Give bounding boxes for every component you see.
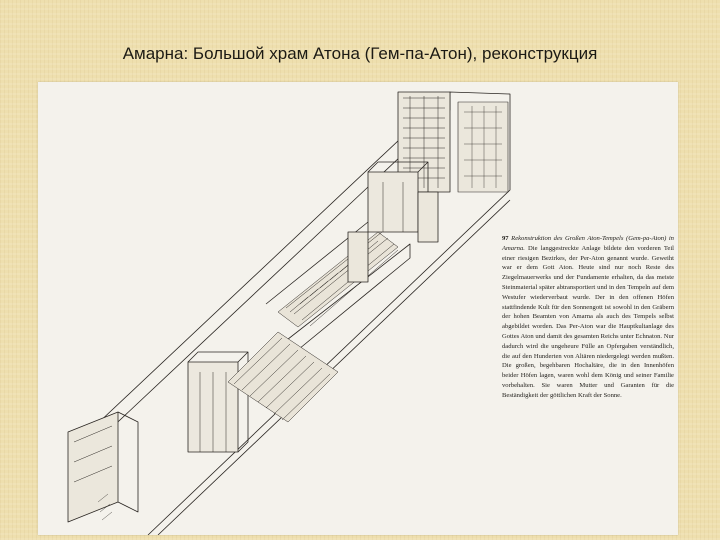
offering-tables-court-1	[227, 331, 339, 423]
caption-body: Die langgestreckte Anlage bildete den vo…	[502, 244, 674, 399]
caption-number: 97	[502, 235, 509, 242]
enclosure-front-wall-inner	[157, 199, 511, 535]
slide-title: Амарна: Большой храм Атона (Гем-па-Атон)…	[122, 44, 598, 63]
enclosure-front-wall	[147, 142, 511, 535]
figure-caption: 97 Rekonstruktion des Großen Aton-Tempel…	[502, 234, 674, 401]
temple-isometric-drawing	[67, 91, 511, 535]
pylon-inner	[367, 171, 419, 233]
side-chambers	[347, 191, 439, 283]
enclosure-top-edge	[77, 91, 511, 443]
temple-reconstruction-figure: 97 Rekonstruktion des Großen Aton-Tempel…	[38, 82, 678, 535]
entrance-gate	[67, 411, 119, 523]
caption-heading: Rekonstruktion des Großen Aton-Tempels (…	[502, 235, 674, 252]
inner-sanctuary-court	[457, 101, 509, 193]
